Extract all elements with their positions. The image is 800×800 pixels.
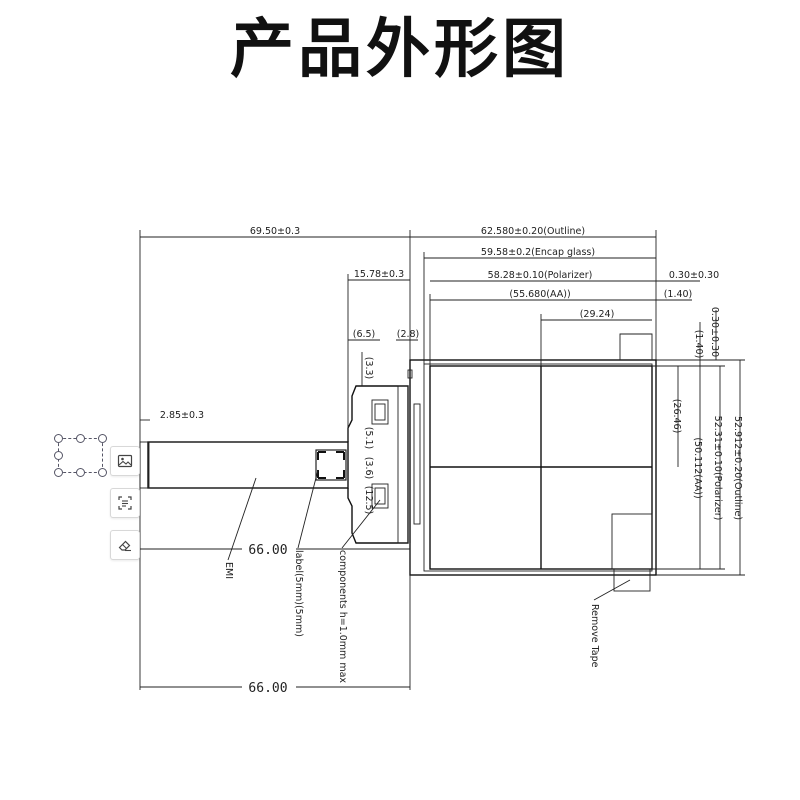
resize-handle-ml[interactable] bbox=[54, 451, 63, 460]
dim-overall-length: 69.50±0.3 bbox=[250, 226, 300, 237]
dim-length-66-outer: 66.00 bbox=[248, 681, 287, 696]
fpc-dimensions: (3.3) (5.1) (3.6) (12.5) 3 bbox=[131, 352, 374, 514]
callouts: EMI label(5mm)(5mm) components h=1.0mm m… bbox=[223, 469, 631, 683]
page-title: 产品外形图 bbox=[230, 13, 570, 87]
dim-offset-140-side: (1.40) bbox=[693, 330, 704, 359]
callout-emi: EMI bbox=[223, 562, 234, 579]
dim-3-6: (3.6) bbox=[363, 457, 374, 480]
eraser-button[interactable] bbox=[110, 530, 140, 560]
resize-handle-tl[interactable] bbox=[54, 434, 63, 443]
resize-handle-br[interactable] bbox=[98, 468, 107, 477]
resize-handle-tr[interactable] bbox=[98, 434, 107, 443]
fpc-tail bbox=[139, 385, 409, 544]
image-tool-button[interactable] bbox=[110, 446, 140, 476]
dim-length-66-inner: 66.00 bbox=[248, 543, 287, 558]
resize-handle-tm[interactable] bbox=[76, 434, 85, 443]
top-dimensions: 69.50±0.3 62.580±0.20(Outline) 59.58±0.2… bbox=[139, 226, 719, 690]
dim-2-8: (2.8) bbox=[397, 329, 420, 340]
selection-frame[interactable] bbox=[54, 434, 107, 477]
dim-tail-width: 2.85±0.3 bbox=[160, 410, 204, 421]
callout-remove-tape: Remove Tape bbox=[589, 604, 600, 668]
dim-polarizer-offset: 0.30±0.30 bbox=[669, 270, 719, 281]
dim-offset-140-top: (1.40) bbox=[664, 289, 693, 300]
dim-half-aa-width: (29.24) bbox=[580, 309, 615, 320]
dim-fpc-bend: 15.78±0.3 bbox=[354, 269, 404, 280]
resize-handle-bl[interactable] bbox=[54, 468, 63, 477]
callout-components: components h=1.0mm max bbox=[337, 550, 348, 683]
text-scan-icon bbox=[118, 496, 132, 510]
dim-polarizer-width: 58.28±0.10(Polarizer) bbox=[488, 270, 593, 281]
callout-label: label(5mm)(5mm) bbox=[293, 550, 304, 637]
right-dimensions: 52.912±0.20(Outline) 52.31±0.10(Polarize… bbox=[652, 307, 745, 576]
dim-outline-height: 52.912±0.20(Outline) bbox=[732, 416, 743, 520]
dim-outline-width: 62.580±0.20(Outline) bbox=[481, 226, 585, 237]
dim-6-5: (6.5) bbox=[353, 329, 376, 340]
dim-12-5: (12.5) bbox=[363, 486, 374, 515]
dim-aa-height: (50.112(AA)) bbox=[692, 437, 703, 498]
image-icon bbox=[117, 454, 133, 468]
dim-3-3: (3.3) bbox=[363, 357, 374, 380]
bottom-dimensions: 66.00 66.00 bbox=[140, 543, 411, 696]
dim-encap-glass: 59.58±0.2(Encap glass) bbox=[481, 247, 595, 258]
display-panel bbox=[407, 333, 657, 592]
dim-polarizer-height: 52.31±0.10(Polarizer) bbox=[712, 416, 723, 521]
resize-handle-bm[interactable] bbox=[76, 468, 85, 477]
eraser-icon bbox=[118, 540, 131, 552]
dim-half-aa-height: (26.46) bbox=[671, 399, 682, 434]
text-scan-button[interactable] bbox=[110, 488, 140, 518]
dim-offset-030: 0.30±0.30 bbox=[709, 307, 720, 357]
dim-5-1: (5.1) bbox=[363, 427, 374, 450]
dim-aa-width: (55.680(AA)) bbox=[509, 289, 570, 300]
